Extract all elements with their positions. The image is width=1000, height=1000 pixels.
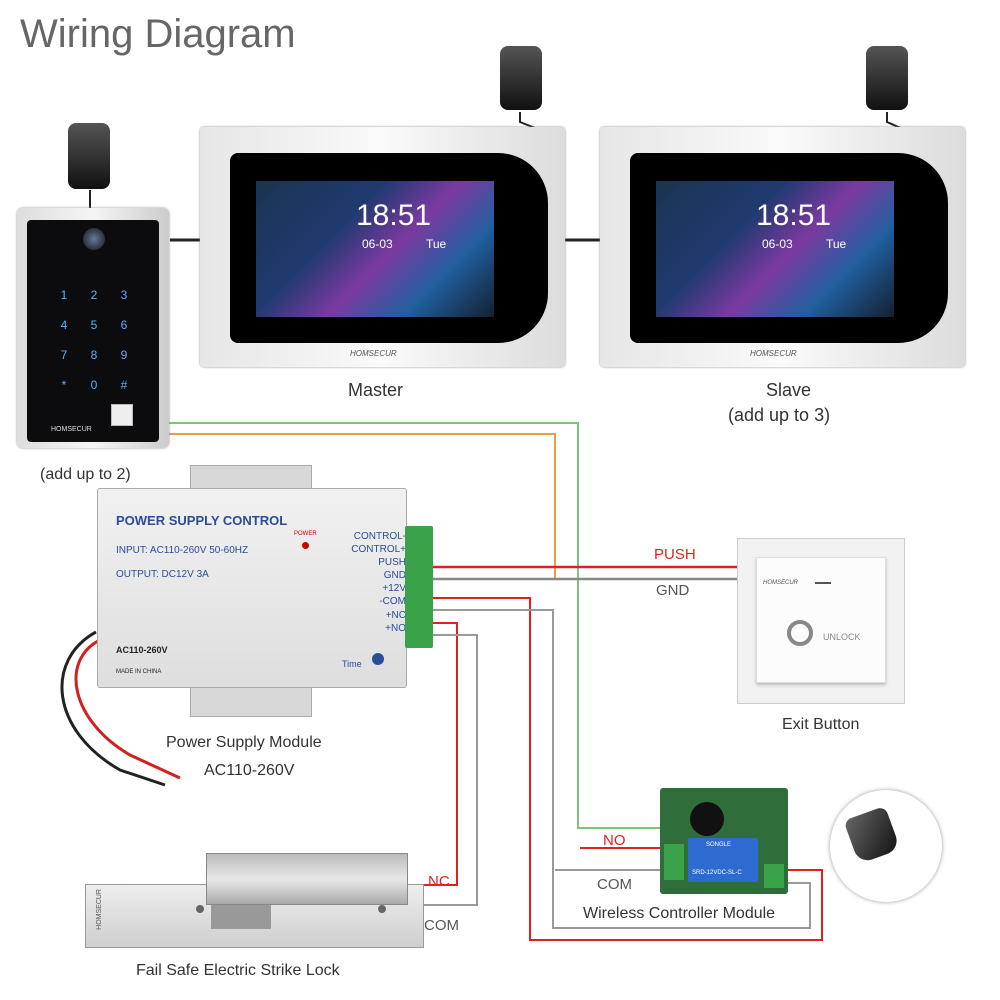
master-date: 06-03 [362, 237, 393, 251]
terminal-label: GND [383, 570, 406, 582]
power-adapter-door [68, 123, 110, 189]
power-adapter-master [500, 46, 542, 110]
keypad-key: 9 [120, 348, 128, 362]
wire-orange [168, 433, 556, 580]
keypad-key: 0 [90, 378, 98, 392]
screw-icon [378, 905, 386, 913]
master-monitor: 18:51 06-03 Tue HOMSECUR [200, 127, 565, 367]
terminal-label: CONTROL- [353, 531, 406, 542]
wire-label-nc: NC [428, 873, 450, 890]
psu-output: OUTPUT: DC12V 3A [116, 569, 209, 580]
master-time: 18:51 [356, 199, 432, 232]
terminal-label: PUSH [378, 557, 406, 569]
wire-label-no: NO [603, 832, 626, 849]
terminal-label: -COM [379, 596, 406, 608]
psu-made: MADE IN CHINA [116, 669, 162, 675]
wire-label-com-lock: COM [424, 917, 459, 934]
slave-monitor: 18:51 06-03 Tue HOMSECUR [600, 127, 965, 367]
remote-circle [830, 790, 942, 902]
bell-button-icon [111, 404, 133, 426]
keypad-key: 6 [120, 318, 128, 332]
lock-latch [211, 905, 271, 929]
ac-cable-black [60, 630, 166, 787]
lock-label: Fail Safe Electric Strike Lock [136, 962, 340, 979]
receiver-coil [690, 802, 724, 836]
keypad-key: 8 [90, 348, 98, 362]
relay: SONGLE SRD-12VDC-SL-C [688, 838, 758, 882]
terminal-label: +NC [385, 609, 406, 621]
screw-icon [196, 905, 204, 913]
slave-label-note: (add up to 3) [728, 405, 831, 425]
wire-com-wireless [433, 609, 811, 929]
exit-button-label: Exit Button [782, 716, 860, 733]
electric-strike-lock: HOMSECUR [85, 853, 424, 948]
slave-screen: 18:51 06-03 Tue [656, 181, 894, 317]
relay-brand: SONGLE [706, 842, 732, 848]
terminal-label: CONTROL+ [351, 544, 406, 556]
keypad-key: 3 [120, 288, 128, 302]
wire-nc-lock [415, 622, 458, 886]
exit-button: HOMSECUR UNLOCK [737, 538, 905, 704]
power-led-icon [302, 542, 309, 549]
module-terminal-right [764, 864, 784, 888]
wire-green [168, 422, 665, 829]
master-screen: 18:51 06-03 Tue [256, 181, 494, 317]
psu-label-ac: AC110-260V [204, 762, 295, 779]
wire-label-com-wireless: COM [597, 876, 632, 893]
module-terminal-left [664, 844, 684, 880]
psu-header: POWER SUPPLY CONTROL [116, 513, 288, 528]
slave-brand: HOMSECUR [750, 349, 797, 358]
keypad-key: * [61, 378, 67, 392]
slave-date: 06-03 [762, 237, 793, 251]
wire-label-push: PUSH [654, 546, 696, 563]
keypad-key: 2 [90, 288, 98, 302]
camera-icon [83, 228, 105, 250]
door-station-note: (add up to 2) [40, 466, 131, 483]
lock-body [206, 853, 408, 905]
terminal-label: +12V [382, 583, 406, 595]
psu-mount-bottom [190, 685, 312, 717]
exit-unlock-text: UNLOCK [823, 632, 861, 642]
wireless-controller-module: SONGLE SRD-12VDC-SL-C [660, 788, 788, 894]
terminal-label: +NO [385, 622, 406, 634]
remote-fob-icon [843, 805, 901, 865]
psu-input: INPUT: AC110-260V 50-60HZ [116, 545, 249, 556]
keypad-key: 7 [60, 348, 68, 362]
keypad: 1 2 3 4 5 6 7 8 9 * 0 # [49, 280, 139, 400]
slave-day: Tue [826, 237, 847, 251]
time-knob-icon [372, 653, 384, 665]
keypad-key: 5 [90, 318, 98, 332]
psu-ac: AC110-260V [116, 645, 168, 655]
keypad-key: 1 [60, 288, 68, 302]
exit-indicator [815, 582, 831, 584]
ac-cable-red [74, 638, 181, 780]
exit-brand: HOMSECUR [763, 580, 799, 586]
key-icon [787, 620, 813, 646]
keypad-key: # [120, 378, 128, 392]
psu-time: Time [342, 659, 362, 669]
wireless-label: Wireless Controller Module [583, 905, 776, 922]
wire-label-gnd: GND [656, 582, 690, 599]
relay-model: SRD-12VDC-SL-C [692, 870, 742, 876]
lock-brand: HOMSECUR [96, 889, 103, 930]
master-day: Tue [426, 237, 447, 251]
master-label: Master [348, 380, 404, 400]
keypad-key: 4 [60, 318, 68, 332]
diagram-title: Wiring Diagram [20, 12, 296, 56]
power-adapter-slave [866, 46, 908, 110]
door-station: 1 2 3 4 5 6 7 8 9 * 0 # HOMSECUR [17, 208, 169, 448]
terminal-block [405, 526, 433, 648]
door-brand: HOMSECUR [51, 426, 92, 433]
psu-power-text: POWER [294, 531, 317, 537]
power-supply-module: POWER SUPPLY CONTROL INPUT: AC110-260V 5… [97, 488, 407, 688]
wire-com-lock [415, 634, 478, 906]
psu-label: Power Supply Module [166, 734, 322, 751]
slave-label: Slave [766, 380, 812, 400]
wire-12v [433, 597, 823, 941]
slave-time: 18:51 [756, 199, 832, 232]
master-brand: HOMSECUR [350, 349, 397, 358]
